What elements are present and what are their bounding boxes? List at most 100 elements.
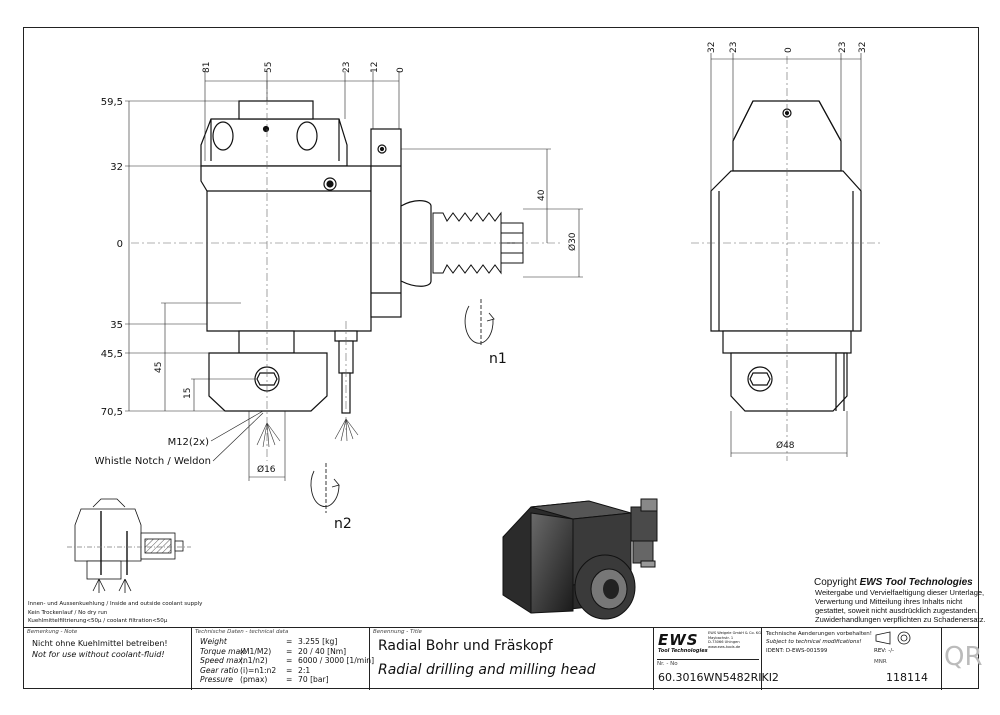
changes-en: Subject to technical modifications! bbox=[766, 639, 862, 645]
coolant-note: Innen- und Aussenkuehlung / Inside and o… bbox=[28, 600, 202, 626]
tech-value: 2:1 bbox=[298, 665, 311, 675]
tech-eq: = bbox=[286, 656, 293, 666]
dim-left-0: 0 bbox=[117, 239, 123, 250]
tech-eq: = bbox=[286, 637, 293, 646]
title-cell: Benennung - Title Radial Bohr und Fräsko… bbox=[370, 628, 654, 690]
coolant-spray bbox=[256, 418, 359, 448]
ident-label: IDENT: bbox=[766, 648, 785, 654]
front-view bbox=[200, 100, 524, 414]
side-view bbox=[710, 100, 862, 412]
note-en: Not for use without coolant-fluid! bbox=[32, 650, 165, 659]
tech-row: Weight=3.255 [kg] bbox=[200, 637, 374, 647]
copyright-line-4: Zuwiderhandlungen verpflichten zu Schade… bbox=[815, 615, 986, 624]
copyright-brand: EWS Tool Technologies bbox=[859, 577, 973, 588]
tech-eq: = bbox=[286, 665, 293, 675]
dim-side-d30: Ø30 bbox=[567, 232, 578, 251]
part-number: 60.3016WN5482RIKI2 bbox=[658, 671, 779, 684]
rotation-label-n2: n2 bbox=[334, 516, 352, 532]
rev-row: REV: -/- bbox=[874, 648, 894, 654]
note-header: Bemerkung - Note bbox=[27, 629, 78, 635]
tech-label: Gear ratio bbox=[200, 665, 239, 675]
qr-placeholder: QR bbox=[944, 642, 983, 672]
dim-d16: Ø16 bbox=[257, 464, 276, 475]
tech-header: Technische Daten - technical data bbox=[195, 629, 289, 635]
revision-cell: Technische Aenderungen vorbehalten! Subj… bbox=[762, 628, 942, 690]
tech-label: Torque max. bbox=[200, 646, 248, 656]
title-en: Radial drilling and milling head bbox=[378, 662, 596, 678]
ident-value: D-EWS-001599 bbox=[785, 648, 828, 654]
dim-d48: Ø48 bbox=[776, 440, 795, 451]
side-dimension-lines bbox=[710, 53, 862, 457]
dim-left-59-5: 59,5 bbox=[101, 97, 123, 108]
product-3d-render bbox=[502, 498, 658, 620]
rev-label: REV: bbox=[874, 648, 887, 654]
ews-logo: EWS bbox=[658, 631, 699, 649]
company-cell: EWS Tool Technologies EWS Weigele GmbH &… bbox=[654, 628, 779, 690]
front-centerlines bbox=[131, 81, 561, 461]
ews-logo-sub: Tool Technologies bbox=[658, 648, 708, 654]
callout-m12: M12(2x) bbox=[168, 437, 210, 448]
copyright-prefix: Copyright bbox=[814, 577, 860, 588]
ident-row: IDENT: D-EWS-001599 bbox=[766, 648, 827, 654]
copyright-line-2: Verwertung und Mitteilung ihres Inhalts … bbox=[815, 597, 963, 606]
dim-left-45-5: 45,5 bbox=[101, 349, 123, 360]
note-cell: Bemerkung - Note Nicht ohne Kuehlmittel … bbox=[24, 628, 192, 690]
drawing-sheet: 81 55 23 12 0 59,5 32 0 35 45,5 70,5 45 … bbox=[23, 27, 986, 690]
tech-row: Gear ratio(i)=n1:n2 = 2:1 bbox=[200, 666, 374, 676]
tech-value: 20 / 40 [Nm] bbox=[298, 646, 347, 656]
side-top-dims: 32 23 0 23 32 bbox=[707, 42, 868, 53]
dim-top-81: 81 bbox=[202, 62, 212, 73]
tech-row: Speed max.(n1/n2) = 6000 / 3000 [1/min] bbox=[200, 656, 374, 666]
front-top-dims: 81 55 23 12 0 bbox=[202, 62, 406, 73]
coolant-note-line-2: Kein Trockenlauf / No dry run bbox=[28, 609, 108, 616]
dim-top-12: 12 bbox=[370, 62, 380, 73]
tech-value: 6000 / 3000 [1/min] bbox=[298, 656, 375, 666]
dim-left-35: 35 bbox=[110, 320, 123, 331]
title-block: Bemerkung - Note Nicht ohne Kuehlmittel … bbox=[24, 627, 983, 690]
rotation-symbols bbox=[310, 299, 495, 513]
title-header: Benennung - Title bbox=[373, 629, 422, 635]
changes-de: Technische Aenderungen vorbehalten! bbox=[766, 631, 872, 637]
tech-symbol: (M1/M2) bbox=[240, 646, 272, 656]
tech-row: Pressure (pmax) = 70 [bar] bbox=[200, 675, 374, 685]
tech-label: Pressure bbox=[200, 675, 233, 685]
tech-data-cell: Technische Daten - technical data Weight… bbox=[192, 628, 374, 690]
rev-value: -/- bbox=[888, 648, 895, 654]
tech-symbol: (i)=n1:n2 bbox=[240, 665, 277, 675]
copyright-title: Copyright EWS Tool Technologies bbox=[814, 577, 973, 588]
copyright-text: Weitergabe und Vervielfaeltigung dieser … bbox=[815, 588, 986, 624]
dim-side-top-32b: 32 bbox=[858, 42, 868, 53]
dim-left-70-5: 70,5 bbox=[101, 407, 123, 418]
side-centerlines bbox=[691, 56, 881, 461]
copyright-line-1: Weitergabe und Vervielfaeltigung dieser … bbox=[815, 588, 985, 597]
dim-inner-15: 15 bbox=[183, 388, 193, 399]
callout-whistle-notch: Whistle Notch / Weldon bbox=[95, 456, 211, 467]
tech-symbol: (n1/n2) bbox=[240, 656, 268, 666]
tech-symbol bbox=[240, 637, 286, 647]
mnr-label: MNR bbox=[874, 659, 887, 665]
tech-row: Torque max.(M1/M2)=20 / 40 [Nm] bbox=[200, 647, 374, 657]
tech-value: 70 [bar] bbox=[298, 675, 329, 685]
tech-symbol: (pmax) bbox=[240, 675, 268, 685]
company-line: www.ews-tools.de bbox=[708, 644, 741, 649]
copyright-line-3: gestattet, soweit nicht ausdrücklich zug… bbox=[815, 606, 979, 615]
tech-eq: = bbox=[286, 675, 293, 685]
dim-top-0: 0 bbox=[396, 67, 406, 73]
qr-cell: QR bbox=[942, 628, 983, 690]
dim-side-40: 40 bbox=[537, 189, 547, 201]
front-inner-dims: 45 15 40 Ø30 Ø16 Ø48 bbox=[154, 189, 795, 475]
dim-side-top-23b: 23 bbox=[838, 42, 848, 53]
rotation-label-n1: n1 bbox=[489, 351, 507, 367]
coolant-schematic bbox=[67, 498, 191, 593]
company-line: EWS Weigele GmbH & Co. KG bbox=[708, 631, 762, 635]
tech-table: Weight=3.255 [kg] Torque max.(M1/M2)=20 … bbox=[200, 637, 374, 685]
tech-label: Weight bbox=[200, 637, 227, 646]
coolant-note-line-1: Innen- und Aussenkuehlung / Inside and o… bbox=[28, 601, 203, 607]
dim-left-32: 32 bbox=[110, 162, 123, 173]
company-line: Maybachstr. 1 bbox=[708, 635, 734, 640]
dim-top-23: 23 bbox=[342, 62, 352, 73]
projection-symbol bbox=[875, 631, 911, 645]
dim-side-top-32a: 32 bbox=[707, 42, 717, 53]
dim-inner-45: 45 bbox=[154, 362, 164, 373]
tech-label: Speed max. bbox=[200, 656, 246, 666]
